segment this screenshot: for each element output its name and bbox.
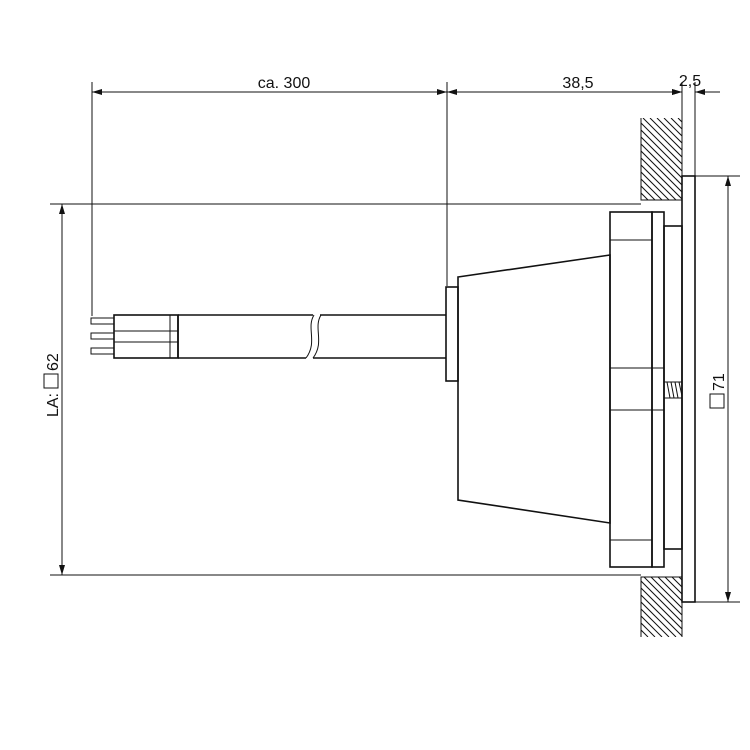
hatch-line: [734, 118, 750, 200]
hatch-line: [677, 118, 682, 123]
square-symbol-icon: [43, 373, 59, 389]
hatch-line: [641, 636, 642, 637]
dimension-cable-length: ca. 300: [92, 75, 447, 95]
hatch-line: [641, 199, 642, 200]
hatch-line: [650, 577, 682, 609]
cable: [177, 314, 446, 359]
hatch-line: [727, 118, 750, 200]
hatch-line: [721, 577, 750, 637]
hatch-line: [741, 118, 750, 200]
body-depth-label: 38,5: [562, 75, 593, 92]
fixing-screw: [663, 381, 683, 399]
wall-section-bottom: [640, 576, 750, 637]
hatch-line: [641, 129, 682, 172]
hatch-line: [641, 192, 649, 200]
hatch-line: [641, 629, 649, 637]
hatch-line: [641, 594, 682, 637]
hatch-line: [714, 577, 750, 637]
hatch-line: [641, 143, 682, 186]
hatch-line: [692, 118, 750, 200]
hatch-line: [641, 171, 670, 200]
hatch-line: [641, 587, 682, 630]
conical-body: [457, 254, 611, 524]
hatch-line: [641, 622, 656, 637]
hatch-line: [700, 577, 750, 637]
front-size-label: 71: [711, 373, 728, 391]
dimension-body-depth: 38,5: [447, 75, 682, 95]
dimension-cutout: LA: 62: [43, 204, 65, 575]
cable-length-label: ca. 300: [258, 75, 311, 92]
hatch-line: [728, 577, 750, 637]
front-flange: [681, 175, 696, 603]
cutout-size-label: 62: [45, 353, 62, 371]
flange-thickness-label: 2,5: [679, 73, 701, 90]
cutout-prefix-label: LA:: [45, 393, 62, 417]
hatch-line: [641, 122, 682, 165]
dimension-front-size: 71: [709, 176, 731, 602]
square-symbol-icon: [709, 393, 725, 409]
hatch-line: [641, 150, 682, 193]
dimension-flange-thickness: 2,5: [660, 73, 720, 95]
hatch-line: [693, 577, 750, 637]
hatch-line: [643, 577, 682, 616]
hatch-line: [657, 577, 682, 602]
hatch-line: [641, 608, 670, 637]
hatch-line: [735, 577, 750, 637]
wall-section-top: [640, 118, 750, 201]
hatch-line: [641, 164, 677, 200]
hatch-line: [641, 178, 663, 200]
wire-strands: [90, 314, 179, 359]
hatch-line: [656, 118, 682, 144]
extension-lines: [50, 82, 740, 603]
hatch-line: [663, 118, 682, 137]
housing-ring: [609, 211, 683, 568]
hatch-line: [641, 601, 677, 637]
hatch-line: [641, 580, 682, 623]
hatch-line: [641, 615, 663, 637]
hatch-line: [641, 136, 682, 179]
hatch-line: [713, 118, 750, 200]
hatch-line: [641, 157, 682, 200]
hatch-line: [720, 118, 750, 200]
hatch-line: [642, 118, 682, 158]
hatch-line: [664, 577, 682, 595]
hatch-line: [678, 577, 682, 581]
hatch-line: [670, 118, 682, 130]
hatch-line: [649, 118, 682, 151]
hatch-line: [699, 118, 750, 200]
cable-gland: [445, 286, 459, 382]
